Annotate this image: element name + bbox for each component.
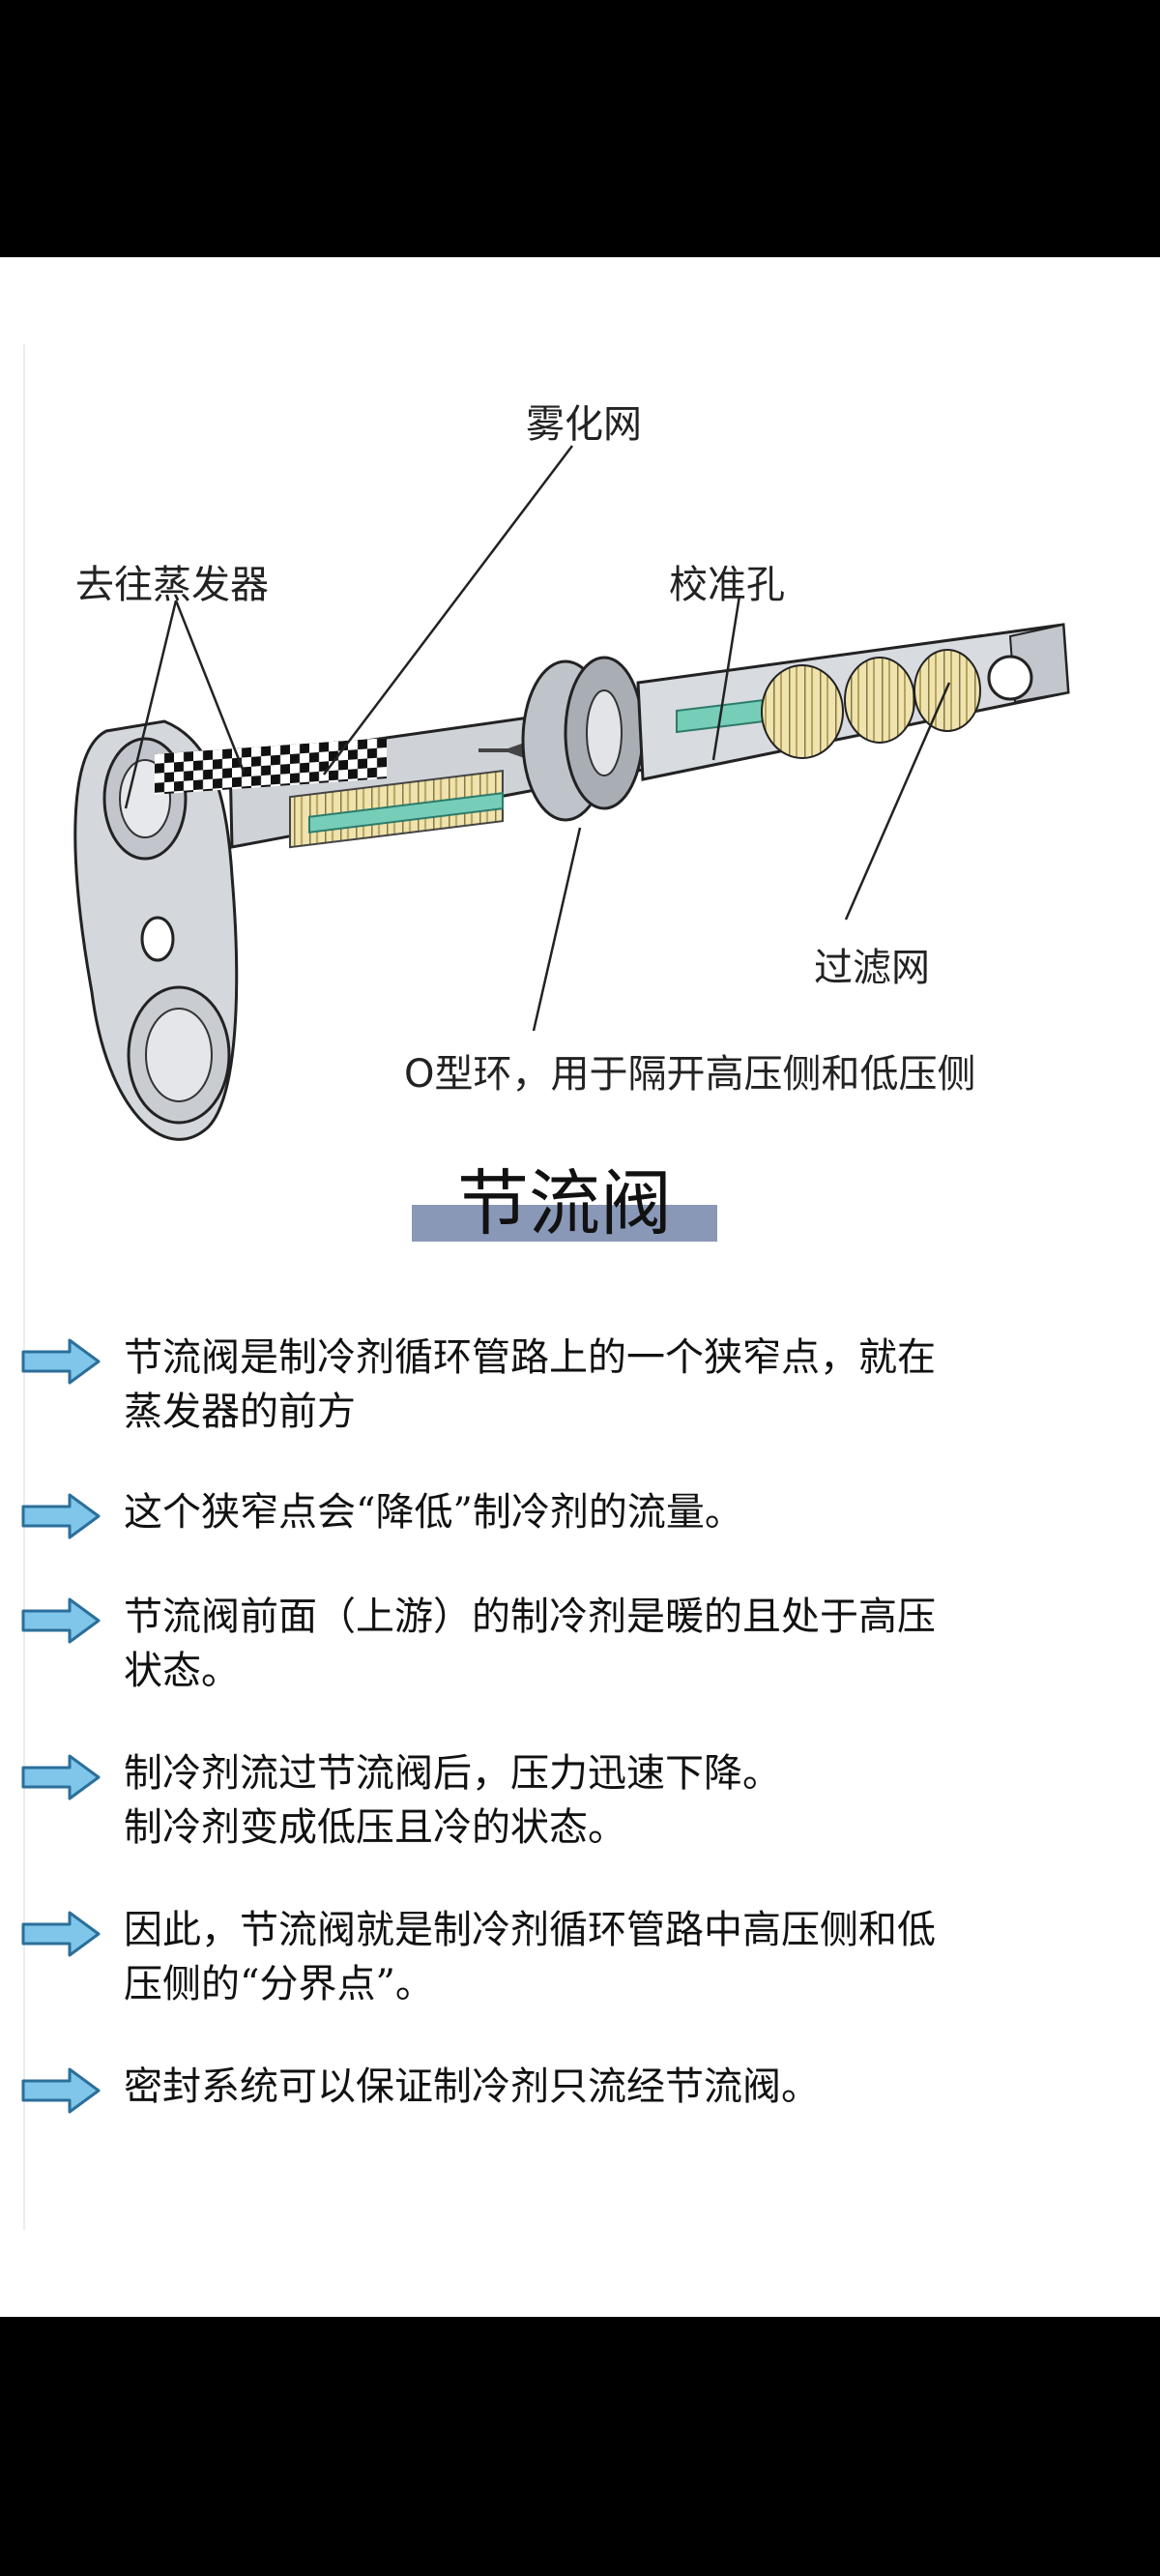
label-calibrated-orifice: 校准孔 (669, 563, 785, 607)
arrow-right-icon (21, 1911, 101, 1957)
bullet-line: 压侧的“分界点”。 (124, 1962, 434, 2006)
bullet-line: 这个狭窄点会“降低”制冷剂的流量。 (124, 1490, 743, 1535)
bullet-line: 蒸发器的前方 (124, 1390, 356, 1434)
arrow-right-icon (21, 1338, 101, 1385)
label-atomizer-mesh: 雾化网 (526, 402, 642, 447)
valve-tube (155, 623, 1070, 849)
label-to-evaporator: 去往蒸发器 (75, 563, 269, 607)
label-o-ring: O型环，用于隔开高压侧和低压侧 (404, 1052, 976, 1097)
arrow-right-icon (21, 1493, 101, 1539)
mounting-plate (73, 719, 239, 1141)
bullet-line: 节流阀前面（上游）的制冷剂是暖的且处于高压 (124, 1595, 936, 1639)
bullet-line: 制冷剂变成低压且冷的状态。 (124, 1805, 626, 1850)
title-text: 节流阀 (457, 1162, 672, 1245)
bullet-text: 节流阀是制冷剂循环管路上的一个狭窄点，就在蒸发器的前方 (124, 1331, 1090, 1439)
valve-diagram: 雾化网 去往蒸发器 校准孔 过滤网 O型环，用于隔开高压侧和低压侧 (0, 257, 1160, 1186)
arrow-right-icon (21, 1754, 101, 1800)
page: 雾化网 去往蒸发器 校准孔 过滤网 O型环，用于隔开高压侧和低压侧 节流阀 节流… (0, 257, 1160, 2317)
section-title: 节流阀 (412, 1160, 717, 1253)
leader-lines (124, 445, 951, 1032)
bullet-line: 制冷剂流过节流阀后，压力迅速下降。 (124, 1751, 781, 1796)
bullet-line: 状态。 (124, 1649, 240, 1693)
arrow-right-icon (21, 2067, 101, 2114)
label-filter-screen: 过滤网 (814, 946, 930, 990)
bullet-text: 这个狭窄点会“降低”制冷剂的流量。 (124, 1485, 1090, 1539)
arrow-right-icon (21, 1597, 101, 1644)
title-underline-bar (412, 1205, 717, 1242)
bullet-line: 节流阀是制冷剂循环管路上的一个狭窄点，就在 (124, 1335, 936, 1380)
bullet-text: 制冷剂流过节流阀后，压力迅速下降。制冷剂变成低压且冷的状态。 (124, 1746, 1090, 1855)
valve-illustration (73, 445, 1070, 1141)
bullet-text: 密封系统可以保证制冷剂只流经节流阀。 (124, 2060, 1090, 2114)
left-rule (23, 344, 25, 2230)
bullet-line: 密封系统可以保证制冷剂只流经节流阀。 (124, 2064, 820, 2109)
bullet-line: 因此，节流阀就是制冷剂循环管路中高压侧和低 (124, 1908, 936, 1952)
bullet-text: 节流阀前面（上游）的制冷剂是暖的且处于高压状态。 (124, 1590, 1090, 1698)
bullet-text: 因此，节流阀就是制冷剂循环管路中高压侧和低压侧的“分界点”。 (124, 1903, 1090, 2011)
